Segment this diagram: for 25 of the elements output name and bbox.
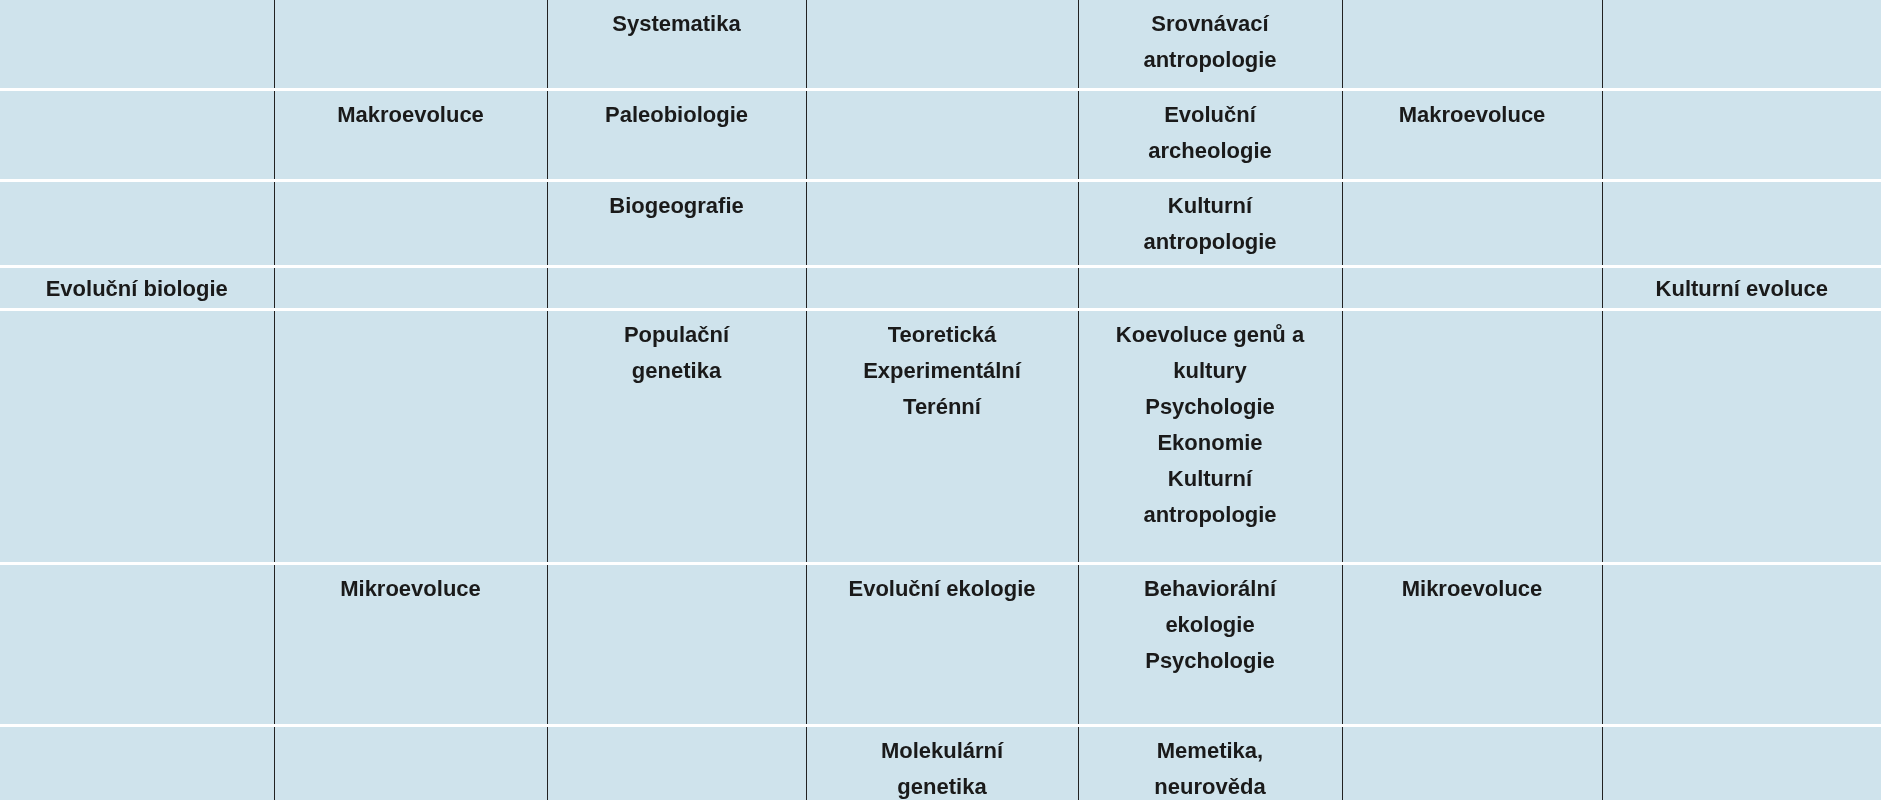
discipline-label: Paleobiologie xyxy=(605,100,748,129)
discipline-label: Mikroevoluce xyxy=(340,574,481,603)
discipline-label: Molekulární genetika xyxy=(879,736,1005,800)
discipline-label: Teoretická xyxy=(887,320,997,349)
discipline-label: Evoluční archeologie xyxy=(1147,100,1273,165)
discipline-label: Systematika xyxy=(612,10,741,38)
discipline-label: Srovnávací antropologie xyxy=(1142,10,1278,74)
discipline-label: Terénní xyxy=(903,392,981,421)
discipline-label: Makroevoluce xyxy=(337,100,484,129)
discipline-label: Kulturní antropologie xyxy=(1142,464,1278,529)
discipline-label: Makroevoluce xyxy=(1398,100,1546,129)
discipline-label: Evoluční biologie xyxy=(45,274,228,303)
discipline-label: Ekonomie xyxy=(1157,428,1263,457)
discipline-label: Memetika, neurověda xyxy=(1153,736,1267,800)
discipline-label: Evoluční ekologie xyxy=(848,574,1036,603)
discipline-label: Psychologie xyxy=(1145,392,1275,421)
discipline-label: Koevoluce genů a kultury xyxy=(1115,320,1305,385)
discipline-label: Kulturní antropologie xyxy=(1142,191,1278,256)
discipline-label: Kulturní evoluce xyxy=(1655,274,1828,303)
discipline-label: Behaviorální ekologie xyxy=(1142,574,1278,639)
discipline-label: Populační genetika xyxy=(622,320,731,385)
discipline-label: Mikroevoluce xyxy=(1401,574,1543,603)
discipline-label: Experimentální xyxy=(863,356,1021,385)
discipline-label: Psychologie xyxy=(1145,646,1275,675)
discipline-label: Biogeografie xyxy=(609,191,744,220)
